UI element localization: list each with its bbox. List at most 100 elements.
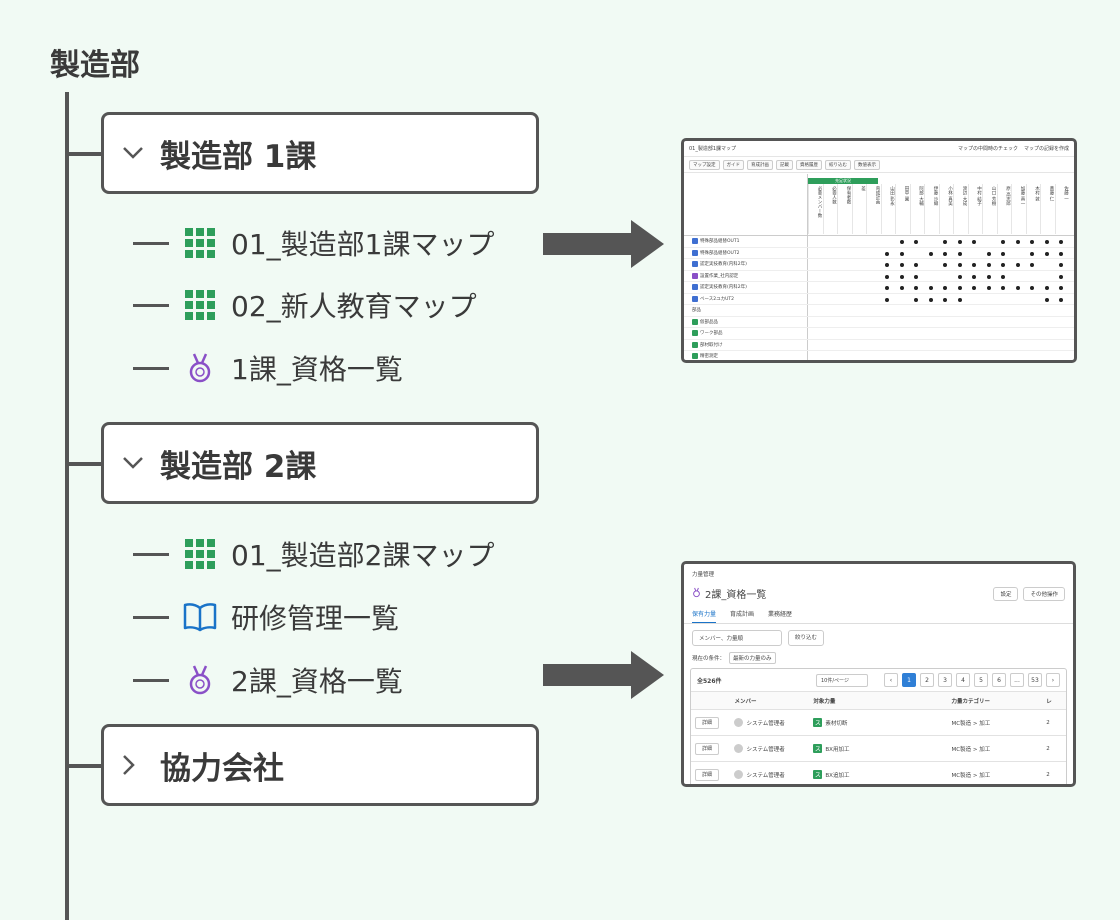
page-button[interactable]: 1 [902,673,916,687]
tab-work-history[interactable]: 業務経歴 [768,611,793,618]
tree-item[interactable]: 02_新人教育マップ [133,283,477,327]
skill-dot [899,274,904,279]
prev-page-button[interactable]: ‹ [884,673,898,687]
detail-button[interactable]: 詳細 [695,717,720,729]
map-row[interactable]: 部品 [684,305,1074,317]
map-row-label: 認定実技教育(内科2年) [684,259,808,270]
skill-dot [1030,263,1034,267]
tree-item[interactable]: 01_製造部2課マップ [133,532,494,576]
tab-owned-skills[interactable]: 保有力量 [692,609,717,623]
member-column-header: 小林 真美 [938,184,953,234]
filter-button[interactable]: 絞り込む [788,630,825,646]
qualification-list-preview[interactable]: 力量管理 2課_資格一覧 設定 その他操作 保有力量 育成計画 業務経歴 メンバ… [681,561,1076,787]
tool-button[interactable]: 育成計画 [747,159,773,170]
map-row[interactable]: 特殊部品組替OUT2 [684,247,1074,259]
skill-dot [986,263,991,267]
skill-dot [986,251,991,256]
medal-icon [183,351,217,385]
level-cell: 2 [1046,771,1050,778]
skill-dot [1044,240,1049,244]
tool-button[interactable]: 数値表示 [854,159,880,170]
page-button[interactable]: 3 [938,673,952,687]
tool-button[interactable]: 絞り込む [825,159,851,170]
page-button[interactable]: 2 [920,673,934,687]
map-row[interactable]: 認定実技教育(内科2年) [684,259,1074,271]
group-header-2[interactable]: 製造部 2課 [101,422,539,504]
skill-dot [972,274,976,279]
map-row[interactable]: 仮部品品 [684,316,1074,328]
map-row[interactable]: ベース2ユカUT2 [684,293,1074,305]
map-row-label: 特殊部品組替OUT1 [684,236,808,247]
tab-training-plan[interactable]: 育成計画 [730,611,755,618]
tree-item[interactable]: 研修管理一覧 [133,595,399,639]
skill-dot [899,286,904,290]
skill-dot [914,263,918,267]
tool-button[interactable]: 資格履歴 [796,159,822,170]
connector-dash [133,615,169,619]
skill-dot [1015,263,1020,267]
map-row[interactable]: 特殊部品組替OUT1 [684,236,1074,248]
map-row[interactable]: 精密測定 [684,351,1074,360]
arrow-to-list-preview [543,651,664,699]
skill-dot [885,263,889,267]
page-ellipsis: ... [1010,673,1024,687]
condition-chip[interactable]: 最新の力量のみ [729,652,776,664]
group-label: 製造部 2課 [160,448,317,485]
tree-item[interactable]: 01_製造部1課マップ [133,221,494,265]
map-row-label: 設置作業_社内認定 [684,270,808,281]
page-button[interactable]: 4 [956,673,970,687]
category-cell: MC製造 > 加工 [951,746,991,753]
member-name: システム管理者 [746,746,785,753]
summary-column-header: 差 [851,184,866,234]
sort-select[interactable]: メンバー、力量順 [692,630,782,646]
map-header-blank [684,174,808,236]
skill-dot [914,286,918,290]
skill-dot [943,297,947,302]
page-button[interactable]: 5 [974,673,988,687]
detail-button[interactable]: 詳細 [695,743,720,755]
page-button[interactable]: 6 [992,673,1006,687]
skill-map-preview[interactable]: 01_製造部1課マップ マップの中間時のチェック マップの記録を作成 マップ設定… [681,138,1077,363]
skill-dot-cells [808,328,1074,339]
group-header-1[interactable]: 製造部 1課 [101,112,539,194]
other-actions-button[interactable]: その他操作 [1023,586,1065,601]
skill-dot [914,240,918,244]
tool-button[interactable]: ガイド [722,159,744,170]
skill-type-icon [692,284,698,291]
member-column-header: 佐藤 一 [1054,184,1069,234]
group-header-3[interactable]: 協力会社 [101,724,539,806]
summary-column-header: 必要メンバー数 [808,184,822,234]
tree-item[interactable]: 1課_資格一覧 [133,346,403,390]
next-page-button[interactable]: › [1046,673,1060,687]
tool-button[interactable]: 記載 [776,159,793,170]
member-column-header: 阿部 大輔 [909,184,924,234]
tool-button[interactable]: マップ設定 [689,159,720,170]
tree-item[interactable]: 2課_資格一覧 [133,658,403,702]
map-row[interactable]: ワーク部品 [684,328,1074,340]
col-skill: 対象力量 [813,698,836,705]
map-row[interactable]: 設置作業_社内認定 [684,270,1074,282]
check-link[interactable]: マップの中間時のチェック [957,146,1018,152]
skill-type-icon: ス [813,718,823,727]
col-category: 力量カテゴリー [951,698,991,705]
skill-type-icon: ス [813,744,823,753]
connector-dash [133,552,169,556]
skill-dot-cells [808,294,1074,305]
skill-name: BX用加工 [825,746,850,753]
grid-icon [183,288,217,322]
skill-dot [1059,263,1063,267]
row-label-text: 認定実技教育(内科2年) [700,285,747,291]
map-row[interactable]: 認定実技教育(内科2年) [684,282,1074,294]
record-link[interactable]: マップの記録を作成 [1023,146,1069,152]
skill-dot-cells [808,282,1074,293]
map-row[interactable]: 部材取付け [684,339,1074,351]
page-button[interactable]: 53 [1028,673,1042,687]
skill-dot [1059,297,1063,302]
row-label-text: ベース2ユカUT2 [700,296,735,302]
detail-button[interactable]: 詳細 [695,769,720,781]
settings-button[interactable]: 設定 [993,586,1019,601]
per-page-select[interactable]: 10件/ページ [816,673,868,687]
